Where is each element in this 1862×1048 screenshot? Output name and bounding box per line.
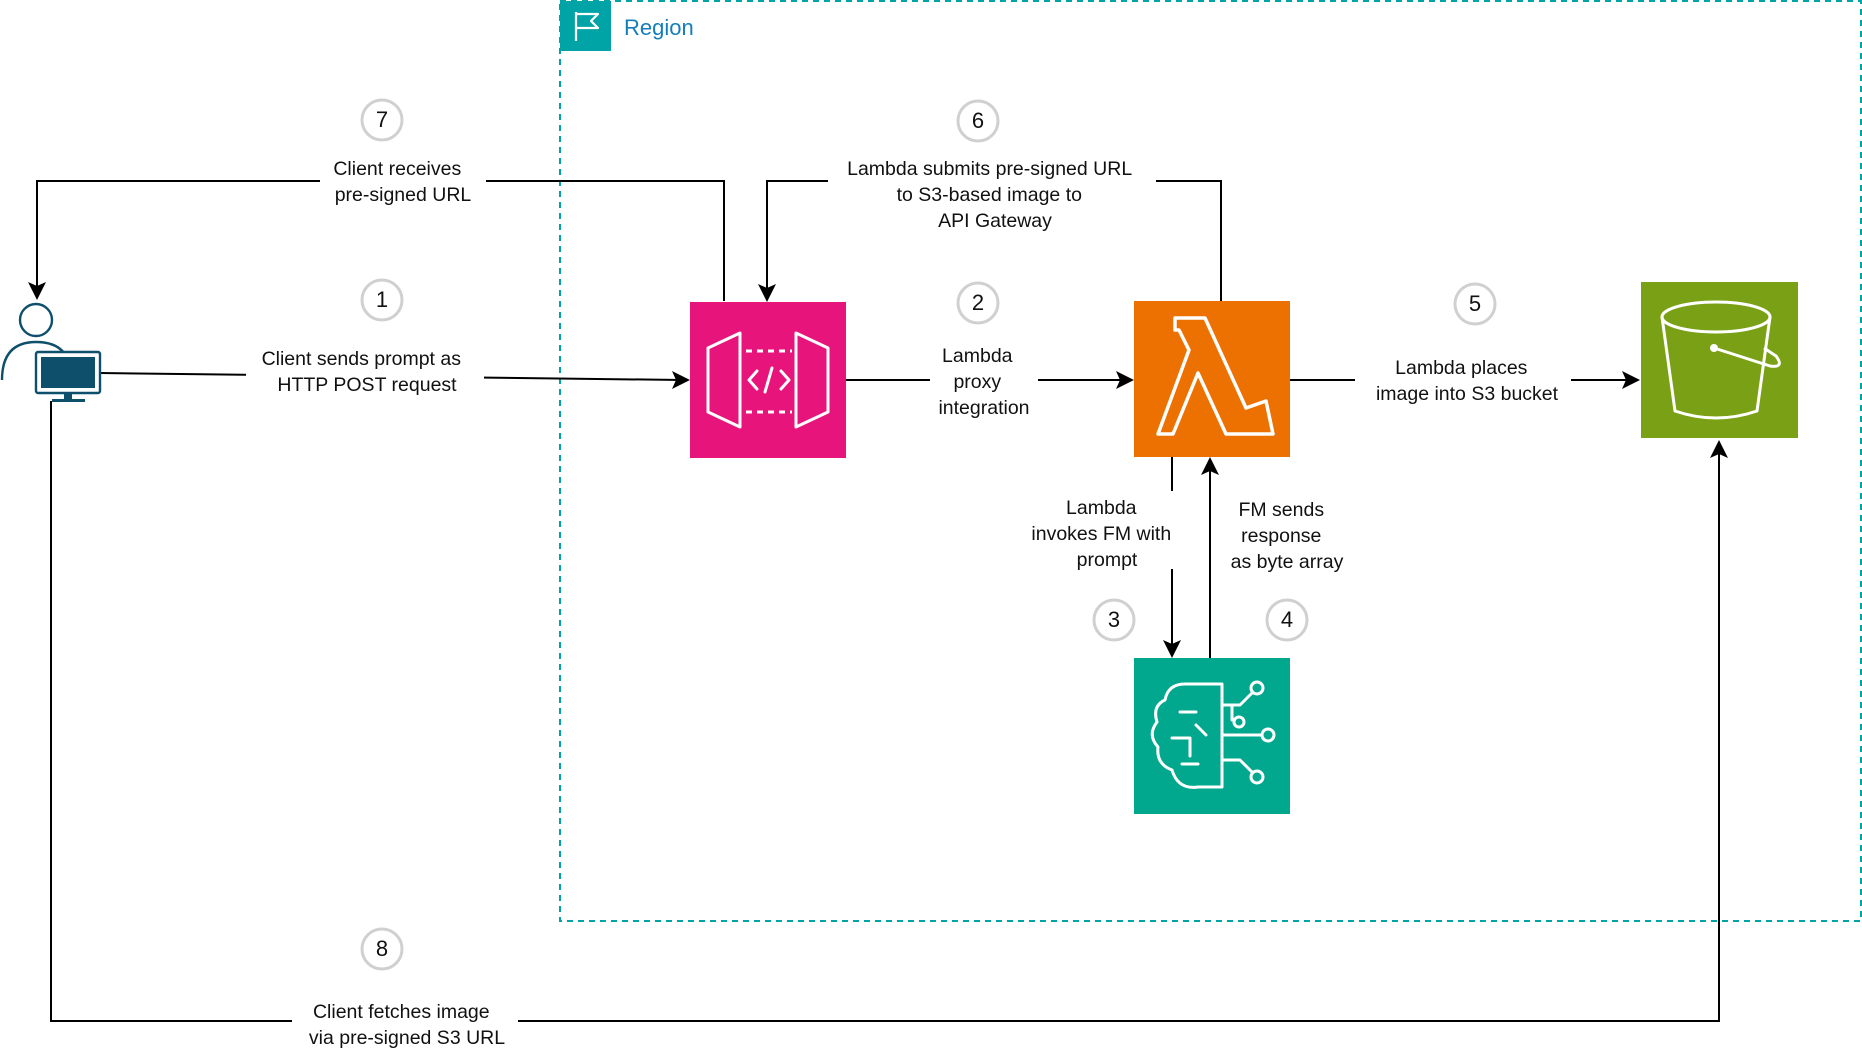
step-badge-5: 5 <box>1453 282 1497 326</box>
api-gateway-icon <box>690 302 846 458</box>
arrowhead-api-in <box>672 371 690 389</box>
step-8-label-line-1: Client fetches image <box>313 1001 490 1023</box>
step-3-label-line-2: invokes FM with <box>1031 523 1171 545</box>
step-badges: 1 2 3 4 5 6 7 8 <box>360 98 1497 971</box>
step-4-label-line-2: response <box>1241 525 1321 547</box>
step-badge-4: 4 <box>1265 598 1309 642</box>
step-badge-7: 7 <box>360 98 404 142</box>
step-8-label-line-2: via pre-signed S3 URL <box>309 1027 505 1048</box>
bedrock-foundation-model-icon <box>1134 658 1290 814</box>
step-number-6: 6 <box>972 108 984 133</box>
step-4-label: FM sends response as byte array <box>1231 499 1344 573</box>
step-3-label-line-1: Lambda <box>1066 497 1137 519</box>
lambda-icon <box>1134 301 1290 457</box>
step-5-label-line-2: image into S3 bucket <box>1376 383 1559 405</box>
step-8-label: Client fetches image via pre-signed S3 U… <box>309 1001 505 1048</box>
step-number-7: 7 <box>376 107 388 132</box>
step-2-label: Lambda proxy integration <box>938 345 1029 419</box>
arrowhead-lambda-in <box>1116 371 1134 389</box>
step-badge-6: 6 <box>956 99 1000 143</box>
label-backgrounds <box>246 153 1571 1048</box>
step-number-4: 4 <box>1281 607 1293 632</box>
step-3-label-line-3: prompt <box>1077 549 1138 571</box>
step-6-label-line-1: Lambda submits pre-signed URL <box>847 158 1132 180</box>
arrowhead-s3-from-client <box>1710 440 1728 458</box>
step-5-label: Lambda places image into S3 bucket <box>1376 357 1559 405</box>
step-7-label-line-2: pre-signed URL <box>335 184 472 206</box>
step-7-label: Client receives pre-signed URL <box>333 158 471 206</box>
region-label: Region <box>624 15 694 40</box>
step-labels: Client sends prompt as HTTP POST request… <box>262 158 1559 1048</box>
step-number-2: 2 <box>972 290 984 315</box>
step-2-label-line-1: Lambda <box>942 345 1013 367</box>
region-border <box>559 0 1862 922</box>
client-user-desktop-icon <box>0 302 102 402</box>
step-1-label-line-2: HTTP POST request <box>277 374 457 396</box>
step-5-label-line-1: Lambda places <box>1395 357 1528 379</box>
step-4-label-line-1: FM sends <box>1238 499 1324 521</box>
step-6-label: Lambda submits pre-signed URL to S3-base… <box>847 158 1137 232</box>
arrowhead-api-from-lambda <box>758 284 776 302</box>
step-7-label-line-1: Client receives <box>333 158 461 180</box>
step-badge-8: 8 <box>360 927 404 971</box>
step-badge-1: 1 <box>360 278 404 322</box>
step-2-label-line-3: integration <box>938 397 1029 419</box>
step-number-5: 5 <box>1469 291 1481 316</box>
step-1-label-line-1: Client sends prompt as <box>262 348 462 370</box>
step-number-1: 1 <box>376 287 388 312</box>
arrowhead-fm-in <box>1163 640 1181 658</box>
step-6-label-line-3: API Gateway <box>938 210 1052 232</box>
step-badge-2: 2 <box>956 281 1000 325</box>
arrowhead-lambda-from-fm <box>1201 457 1219 475</box>
connector-client-to-s3 <box>50 401 1720 1022</box>
region-boundary: Region <box>559 0 1862 922</box>
step-number-8: 8 <box>376 936 388 961</box>
region-flag-icon <box>560 1 611 51</box>
step-2-label-line-2: proxy <box>953 371 1001 393</box>
step-1-label: Client sends prompt as HTTP POST request <box>262 348 467 396</box>
s3-bucket-icon <box>1641 282 1798 438</box>
arrowhead-client-in <box>28 282 46 300</box>
step-badge-3: 3 <box>1092 598 1136 642</box>
step-number-3: 3 <box>1108 607 1120 632</box>
step-3-label: Lambda invokes FM with prompt <box>1031 497 1176 571</box>
step-6-label-line-2: to S3-based image to <box>897 184 1083 206</box>
step-4-label-line-3: as byte array <box>1231 551 1344 573</box>
arrowhead-s3-in <box>1622 371 1640 389</box>
